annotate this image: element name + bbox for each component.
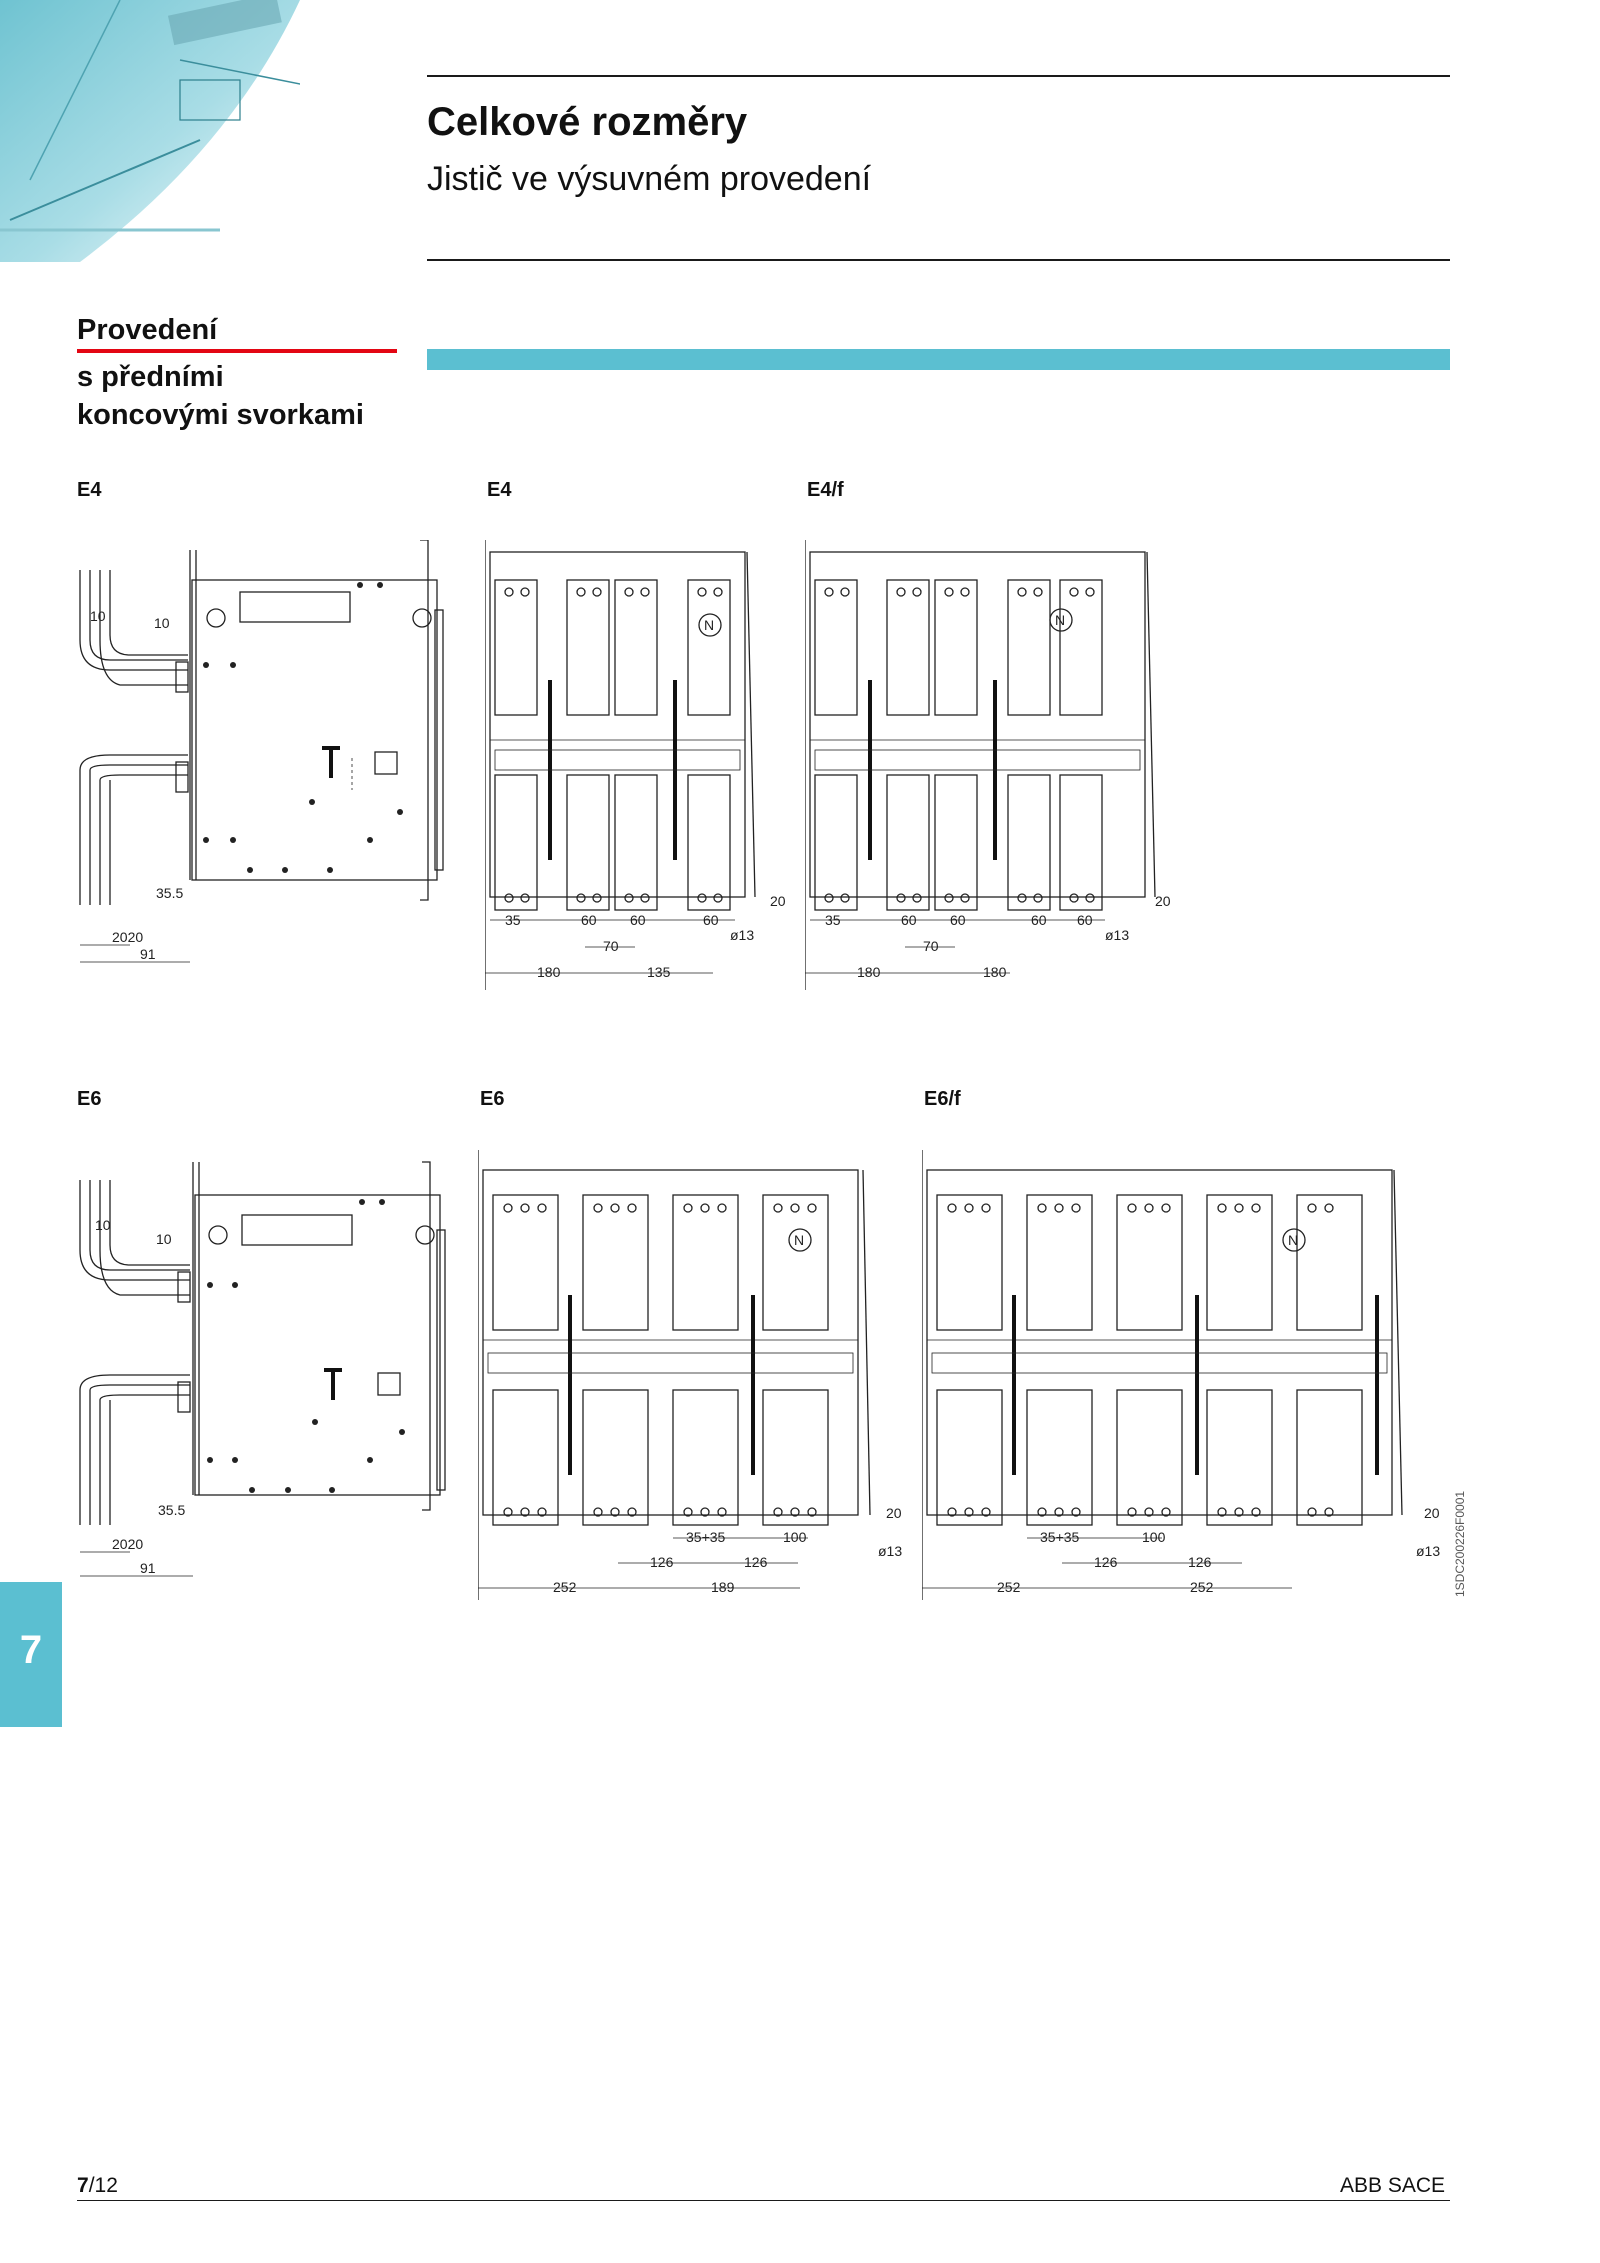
page-number-bold: 7 xyxy=(77,2174,89,2197)
section-subtitle-line2: koncovými svorkami xyxy=(77,399,364,431)
section-cyan-bar xyxy=(427,349,1450,370)
dim-60b: 60 xyxy=(950,912,966,928)
header-top-rule xyxy=(427,75,1450,77)
dim-2020: 2020 xyxy=(112,1536,143,1552)
e4-front-poles xyxy=(494,579,741,911)
dim-355: 35.5 xyxy=(158,1502,185,1518)
dim-91: 91 xyxy=(140,1560,156,1576)
dim-o13: ø13 xyxy=(1105,927,1129,943)
dim-252b: 252 xyxy=(1190,1579,1214,1595)
dim-o13: ø13 xyxy=(878,1543,902,1559)
chapter-number: 7 xyxy=(19,1628,43,1672)
neutral-marker: N xyxy=(704,617,714,633)
document-id: 1SDC200226F0001 xyxy=(1453,1490,1467,1597)
dim-60b: 60 xyxy=(630,912,646,928)
dim-180b: 180 xyxy=(983,964,1007,980)
dim-135: 135 xyxy=(647,964,671,980)
chapter-tab xyxy=(0,1582,62,1727)
brand-name: ABB SACE xyxy=(1340,2174,1446,2197)
label-e4-front: E4 xyxy=(487,479,512,501)
section-subtitle-line1: s předními xyxy=(77,361,224,393)
dim-2020: 2020 xyxy=(112,929,143,945)
page-number-rest: /12 xyxy=(88,2174,118,2197)
dim-o13: ø13 xyxy=(730,927,754,943)
section-title: Provedení xyxy=(77,314,218,346)
e6-side-view-drawing: 460 10 10 35.5 2020 91 xyxy=(79,1161,446,1577)
e6-front-poles xyxy=(487,1194,854,1526)
dim-35-35: 35+35 xyxy=(1040,1529,1080,1545)
page-number: 7/12 xyxy=(77,2174,118,2198)
page-subtitle: Jistič ve výsuvném provedení xyxy=(427,160,872,198)
dim-20: 20 xyxy=(886,1505,902,1521)
dim-35-35: 35+35 xyxy=(686,1529,726,1545)
dim-91: 91 xyxy=(140,946,156,962)
dim-60a: 60 xyxy=(581,912,597,928)
page-title: Celkové rozměry xyxy=(427,100,748,144)
e4-side-body xyxy=(189,540,444,901)
e6-front-view-drawing: N 35+35 100 126 126 20 ø13 252 189 xyxy=(478,1150,902,1600)
dim-189: 189 xyxy=(711,1579,735,1595)
e4-side-view-drawing: 460 10 10 35.5 2020 91 xyxy=(79,540,444,963)
dim-10b: 10 xyxy=(154,615,170,631)
dim-100: 100 xyxy=(783,1529,807,1545)
footer-rule xyxy=(77,2200,1450,2201)
dim-60a: 60 xyxy=(901,912,917,928)
e4-front-view-drawing: N 35 60 60 60 70 20 ø13 180 135 xyxy=(485,540,786,990)
dim-252a: 252 xyxy=(997,1579,1021,1595)
dim-35: 35 xyxy=(505,912,521,928)
dim-60c: 60 xyxy=(703,912,719,928)
section-red-rule xyxy=(77,349,397,353)
label-e6-side: E6 xyxy=(77,1088,102,1110)
label-e6-front: E6 xyxy=(480,1088,505,1110)
corner-illustration xyxy=(0,0,300,262)
label-e4f-front: E4/f xyxy=(807,479,844,501)
dim-60d: 60 xyxy=(1077,912,1093,928)
e6f-front-poles xyxy=(931,1194,1388,1526)
dim-126a: 126 xyxy=(650,1554,674,1570)
dim-252: 252 xyxy=(553,1579,577,1595)
e6f-front-view-drawing: N 35+35 100 126 126 20 ø13 252 252 xyxy=(922,1150,1440,1600)
neutral-marker: N xyxy=(794,1232,804,1248)
dim-35: 35 xyxy=(825,912,841,928)
dim-355: 35.5 xyxy=(156,885,183,901)
e6-side-terminals xyxy=(79,1180,191,1525)
e4f-front-poles xyxy=(814,579,1141,911)
dim-20: 20 xyxy=(1155,893,1171,909)
dim-20: 20 xyxy=(1424,1505,1440,1521)
dim-10a: 10 xyxy=(95,1217,111,1233)
e4-side-terminals xyxy=(79,570,189,905)
dim-10b: 10 xyxy=(156,1231,172,1247)
neutral-marker: N xyxy=(1055,612,1065,628)
dim-70: 70 xyxy=(923,938,939,954)
dim-10a: 10 xyxy=(90,608,106,624)
label-e4-side: E4 xyxy=(77,479,102,501)
neutral-marker: N xyxy=(1288,1232,1298,1248)
dim-70: 70 xyxy=(603,938,619,954)
e4f-front-view-drawing: N 35 60 60 60 60 70 20 ø13 180 180 xyxy=(805,540,1171,990)
header-bottom-rule xyxy=(427,259,1450,261)
dim-126b: 126 xyxy=(1188,1554,1212,1570)
dim-100: 100 xyxy=(1142,1529,1166,1545)
dim-180: 180 xyxy=(537,964,561,980)
dim-126b: 126 xyxy=(744,1554,768,1570)
e6-side-body xyxy=(192,1161,446,1511)
dim-60c: 60 xyxy=(1031,912,1047,928)
dim-20: 20 xyxy=(770,893,786,909)
dim-126a: 126 xyxy=(1094,1554,1118,1570)
dim-180a: 180 xyxy=(857,964,881,980)
dim-o13: ø13 xyxy=(1416,1543,1440,1559)
label-e6f-front: E6/f xyxy=(924,1088,961,1110)
